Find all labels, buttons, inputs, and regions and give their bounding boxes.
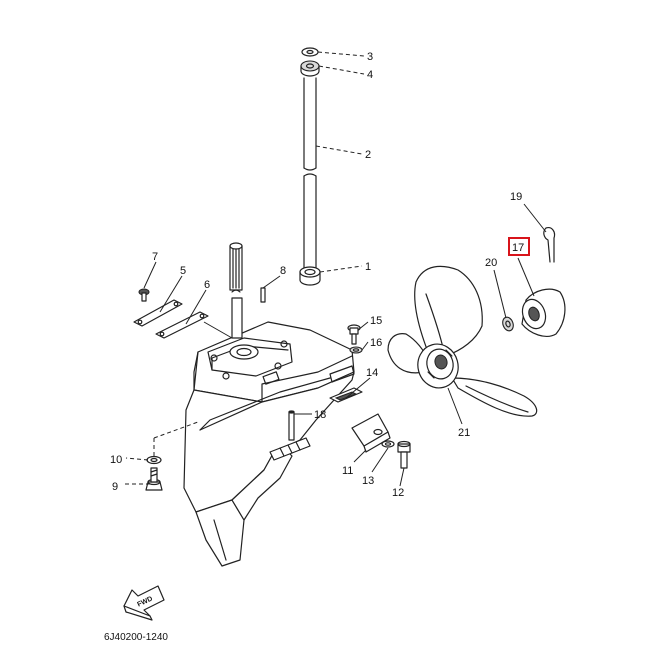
anode-part-11 [351, 413, 391, 453]
callout-19: 19 [510, 191, 522, 203]
callout-4: 4 [367, 69, 373, 81]
washer-part-10 [146, 455, 162, 465]
callout-6: 6 [204, 279, 210, 291]
callout-11: 11 [342, 465, 353, 477]
washer-part-4 [300, 60, 320, 77]
leader-lines [122, 51, 547, 487]
drive-shaft-part-2 [303, 77, 317, 273]
washer-part-20 [502, 316, 514, 332]
washer-part-3 [301, 47, 319, 57]
highlight-box [508, 237, 530, 256]
washer-part-13 [381, 440, 395, 448]
callout-labels: 3 4 2 1 7 5 6 8 9 10 11 12 13 14 15 16 1… [110, 51, 530, 499]
propeller-part-21 [387, 265, 538, 417]
callout-12: 12 [392, 487, 404, 499]
callout-17: 17 [512, 242, 524, 254]
callout-1: 1 [365, 261, 371, 273]
callout-8: 8 [280, 265, 286, 277]
bolt-part-15 [347, 324, 361, 345]
callout-14: 14 [366, 367, 378, 379]
callout-21: 21 [458, 427, 470, 439]
nut-part-17 [521, 288, 566, 337]
callout-16: 16 [370, 337, 382, 349]
callout-13: 13 [362, 475, 374, 487]
callout-10: 10 [110, 454, 122, 466]
drawing-code: 6J40200-1240 [104, 632, 168, 643]
bolt-part-12 [397, 440, 411, 469]
callout-5: 5 [180, 265, 186, 277]
pin-part-18 [288, 410, 295, 441]
pin-part-8 [260, 287, 266, 303]
spline-shaft [229, 242, 243, 339]
fwd-arrow-icon: FWD [123, 585, 165, 621]
callout-7: 7 [152, 251, 158, 263]
plate-part-6 [155, 311, 209, 339]
callout-2: 2 [365, 149, 371, 161]
bolt-part-7 [138, 288, 150, 302]
washer-part-16 [349, 346, 363, 354]
callout-18: 18 [314, 409, 326, 421]
plate-part-5 [133, 299, 183, 327]
cotter-pin-part-19 [543, 227, 556, 263]
bushing-part-1 [299, 266, 321, 286]
lower-casing [183, 321, 355, 567]
callout-3: 3 [367, 51, 373, 63]
callout-15: 15 [370, 315, 382, 327]
bolt-part-9 [145, 467, 163, 491]
callout-9: 9 [112, 481, 118, 493]
callout-20: 20 [485, 257, 497, 269]
propeller-shaft [269, 437, 311, 461]
